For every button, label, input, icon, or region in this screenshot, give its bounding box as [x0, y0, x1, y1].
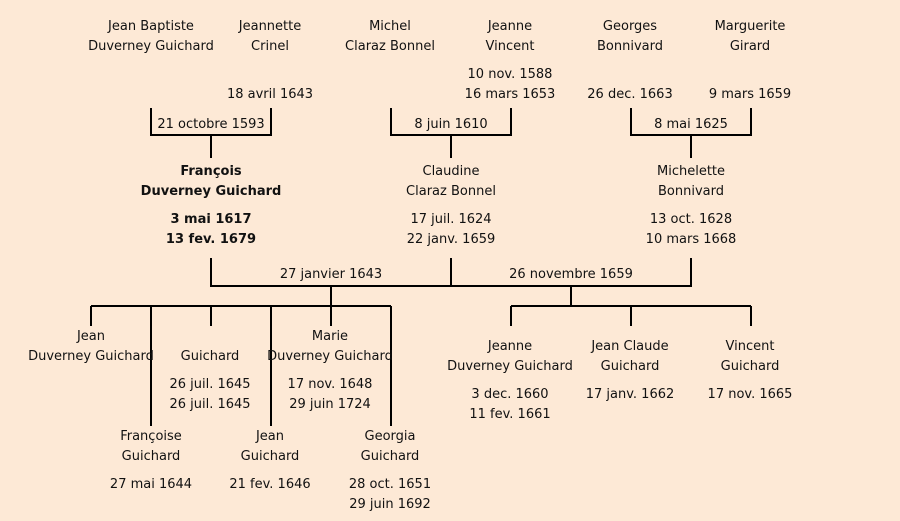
person-marguerite-girard: Marguerite Girard 9 mars 1659 — [709, 17, 791, 105]
marriage-date: 8 juin 1610 — [414, 117, 488, 132]
death-date: 29 juin 1692 — [349, 497, 431, 512]
first-name: Jeanne — [487, 19, 533, 34]
person-claudine: Claudine Claraz Bonnel 17 juil. 1624 22 … — [406, 162, 496, 250]
death-date: 10 mars 1668 — [645, 232, 737, 247]
last-name: Duverney Guichard — [140, 184, 282, 199]
last-name: Claraz Bonnel — [345, 39, 435, 54]
first-name: Marguerite — [714, 19, 786, 34]
birth-date: 17 nov. 1648 — [287, 377, 373, 392]
person-francoise: Françoise Guichard 27 mai 1644 — [110, 427, 192, 495]
birth-date: 17 juil. 1624 — [410, 212, 492, 227]
first-name: Claudine — [422, 164, 480, 179]
person-jb-duverney: Jean Baptiste Duverney Guichard — [88, 17, 214, 57]
person-jean-1: Jean Duverney Guichard — [28, 327, 154, 367]
birth-date: 13 oct. 1628 — [649, 212, 733, 227]
first-name: Georges — [602, 19, 658, 34]
last-name: Guichard — [360, 449, 420, 464]
first-name: Michel — [369, 19, 411, 34]
person-georges-bonnivard: Georges Bonnivard 26 dec. 1663 — [587, 17, 672, 105]
person-jean-claude: Jean Claude Guichard 17 janv. 1662 — [586, 337, 675, 405]
last-name: Bonnivard — [596, 39, 663, 54]
person-georgia: Georgia Guichard 28 oct. 1651 29 juin 16… — [349, 427, 431, 515]
person-jeanne: Jeanne Duverney Guichard 3 dec. 1660 11 … — [447, 337, 573, 425]
last-name: Claraz Bonnel — [406, 184, 496, 199]
first-name: Jean — [76, 329, 106, 344]
first-name: Françoise — [120, 429, 182, 444]
marriage-date: 26 novembre 1659 — [509, 267, 633, 282]
last-name: Guichard — [600, 359, 660, 374]
person-marie: Marie Duverney Guichard 17 nov. 1648 29 … — [267, 327, 393, 415]
last-name: Guichard — [121, 449, 181, 464]
last-name: Vincent — [485, 39, 535, 54]
last-name: Bonnivard — [657, 184, 724, 199]
last-name: Guichard — [720, 359, 780, 374]
birth-date: 28 oct. 1651 — [348, 477, 432, 492]
death-date: 29 juin 1724 — [289, 397, 371, 412]
person-jean-2: Jean Guichard 21 fev. 1646 — [229, 427, 310, 495]
death-date: 9 mars 1659 — [708, 87, 792, 102]
first-name: Marie — [311, 329, 349, 344]
first-name: Jeannette — [238, 19, 302, 34]
last-name: Duverney Guichard — [28, 349, 154, 364]
birth-date: 3 mai 1617 — [170, 212, 252, 227]
first-name: Jeanne — [487, 339, 533, 354]
person-jeannette-crinel: Jeannette Crinel 18 avril 1643 — [227, 17, 313, 105]
last-name: Duverney Guichard — [447, 359, 573, 374]
first-name: Vincent — [725, 339, 775, 354]
last-name: Guichard — [180, 349, 240, 364]
birth-date: 21 fev. 1646 — [229, 477, 311, 492]
death-date: 13 fev. 1679 — [165, 232, 257, 247]
marriage-date: 21 octobre 1593 — [157, 117, 265, 132]
death-date: 18 avril 1643 — [226, 87, 314, 102]
death-date: 16 mars 1653 — [464, 87, 556, 102]
person-michel-claraz: Michel Claraz Bonnel — [345, 17, 435, 57]
person-vincent: Vincent Guichard 17 nov. 1665 — [708, 337, 793, 405]
birth-date: 10 nov. 1588 — [467, 67, 553, 82]
birth-date: 3 dec. 1660 — [471, 387, 549, 402]
last-name: Crinel — [251, 39, 289, 54]
last-name: Duverney Guichard — [88, 39, 214, 54]
marriage-date: 8 mai 1625 — [654, 117, 728, 132]
person-michelette: Michelette Bonnivard 13 oct. 1628 10 mar… — [646, 162, 737, 250]
birth-date: 26 juil. 1645 — [169, 377, 251, 392]
birth-date: 17 janv. 1662 — [585, 387, 675, 402]
marriage-date: 27 janvier 1643 — [279, 267, 383, 282]
first-name: François — [180, 164, 242, 179]
death-date: 26 juil. 1645 — [169, 397, 251, 412]
birth-date: 17 nov. 1665 — [707, 387, 793, 402]
death-date: 22 janv. 1659 — [406, 232, 496, 247]
last-name: Guichard — [240, 449, 300, 464]
last-name: Duverney Guichard — [267, 349, 393, 364]
death-date: 11 fev. 1661 — [469, 407, 551, 422]
first-name: Jean — [255, 429, 285, 444]
first-name: Jean Claude — [591, 339, 669, 354]
person-jeanne-vincent: Jeanne Vincent 10 nov. 1588 16 mars 1653 — [465, 17, 556, 105]
birth-date: 27 mai 1644 — [109, 477, 193, 492]
last-name: Girard — [729, 39, 771, 54]
person-francois: François Duverney Guichard 3 mai 1617 13… — [141, 162, 282, 250]
death-date: 26 dec. 1663 — [587, 87, 673, 102]
first-name: Jean Baptiste — [108, 19, 194, 34]
person-guichard: Guichard 26 juil. 1645 26 juil. 1645 — [169, 347, 250, 415]
first-name: Michelette — [656, 164, 726, 179]
first-name: Georgia — [364, 429, 416, 444]
